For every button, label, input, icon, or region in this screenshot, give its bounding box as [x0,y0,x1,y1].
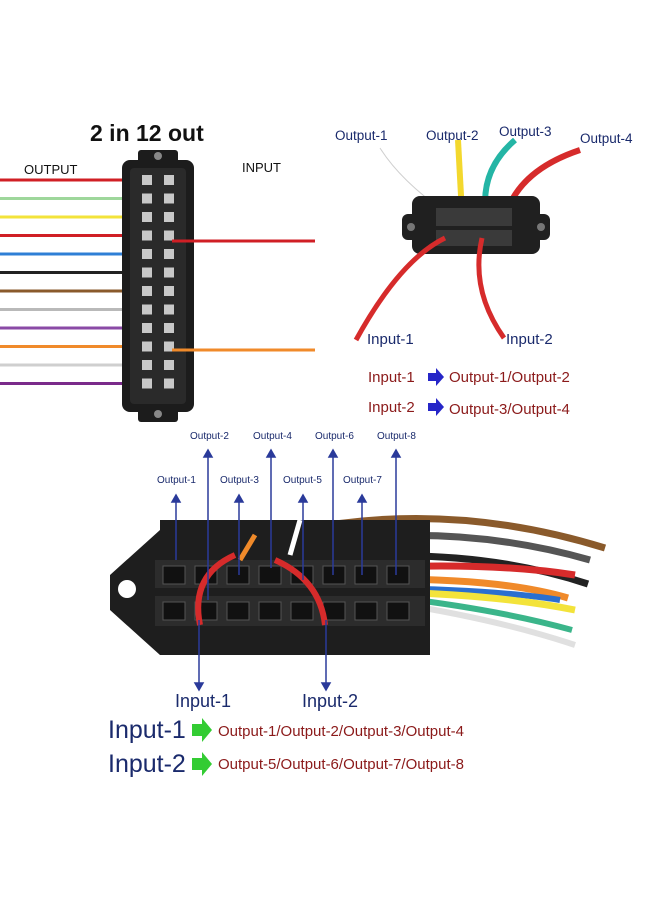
bt-input-1-label: Input-1 [175,691,232,711]
pointer-head [297,493,309,503]
fuse-slot [258,601,282,621]
terminal [164,360,174,370]
fuse-slot [290,601,314,621]
tr-legend-outputs-2: Output-3/Output-4 [449,401,570,418]
fuse-slot [162,565,186,585]
terminal [164,286,174,296]
bt-output-8-label: Output-8 [377,431,416,442]
terminal [142,304,152,315]
terminal [164,230,174,241]
terminal [142,212,152,222]
tr-output-2-label: Output-2 [426,128,479,143]
terminal [164,193,174,204]
fuse-slot [386,601,410,621]
terminal [142,323,152,333]
tr-output-1-label: Output-1 [335,128,388,143]
tr-output-3-label: Output-3 [499,124,552,139]
fuse-slot [226,601,250,621]
terminal [164,323,174,333]
terminal [164,378,174,389]
bt-legend-outputs-2: Output-5/Output-6/Output-7/Output-8 [218,756,464,773]
tr-input-1-label: Input-1 [367,331,414,348]
output-side-label: OUTPUT [24,162,78,177]
bt-output-1-label: Output-1 [157,475,196,486]
bt-output-3-label: Output-3 [220,475,259,486]
bt-legend-input-1: Input-1 [108,716,186,744]
terminal [142,175,152,185]
input-side-label: INPUT [242,160,281,175]
four-way-fuse-block [353,137,581,342]
terminal [142,267,152,278]
tr-input-2-label: Input-2 [506,331,553,348]
fuse-slot [354,601,378,621]
terminal [164,267,174,278]
bt-output-2-label: Output-2 [190,431,229,442]
tr-legend-outputs-1: Output-1/Output-2 [449,369,570,386]
tr-output-4-label: Output-4 [580,131,633,146]
terminal [164,341,174,352]
eight-way-fuse-block [110,514,607,655]
fuse-slot [354,565,378,585]
output-pointer-arrows [170,448,402,692]
terminal [164,304,174,315]
bt-output-7-label: Output-7 [343,475,382,486]
pointer-head [233,493,245,503]
pointer-head [356,493,368,503]
fuse-slot [226,565,250,585]
fuse-slot [258,565,282,585]
twelve-way-fuse-block [122,150,194,422]
terminal [164,249,174,259]
terminal [142,249,152,259]
terminal [142,360,152,370]
terminal [142,341,152,352]
pointer-head [170,493,182,503]
fuse-block-title: 2 in 12 out [90,120,204,146]
terminal [164,175,174,185]
legend-arrow-icons [192,368,444,776]
tr-legend-input-2: Input-2 [368,399,415,416]
bt-legend-input-2: Input-2 [108,750,186,778]
bt-output-4-label: Output-4 [253,431,292,442]
fuse-slot [162,601,186,621]
terminal [142,378,152,389]
pointer-head [320,682,332,692]
bt-output-6-label: Output-6 [315,431,354,442]
terminal [164,212,174,222]
fuse-slot [386,565,410,585]
input-wires [172,239,315,352]
bt-legend-outputs-1: Output-1/Output-2/Output-3/Output-4 [218,723,464,740]
bt-output-5-label: Output-5 [283,475,322,486]
tr-legend-input-1: Input-1 [368,369,415,386]
pointer-head [193,682,205,692]
pointer-head [327,448,339,458]
terminal [142,193,152,204]
fuse-slot [322,565,346,585]
bt-input-2-label: Input-2 [302,691,359,711]
terminal [142,230,152,241]
terminal [142,286,152,296]
pointer-head [390,448,402,458]
pointer-head [265,448,277,458]
pointer-head [202,448,214,458]
